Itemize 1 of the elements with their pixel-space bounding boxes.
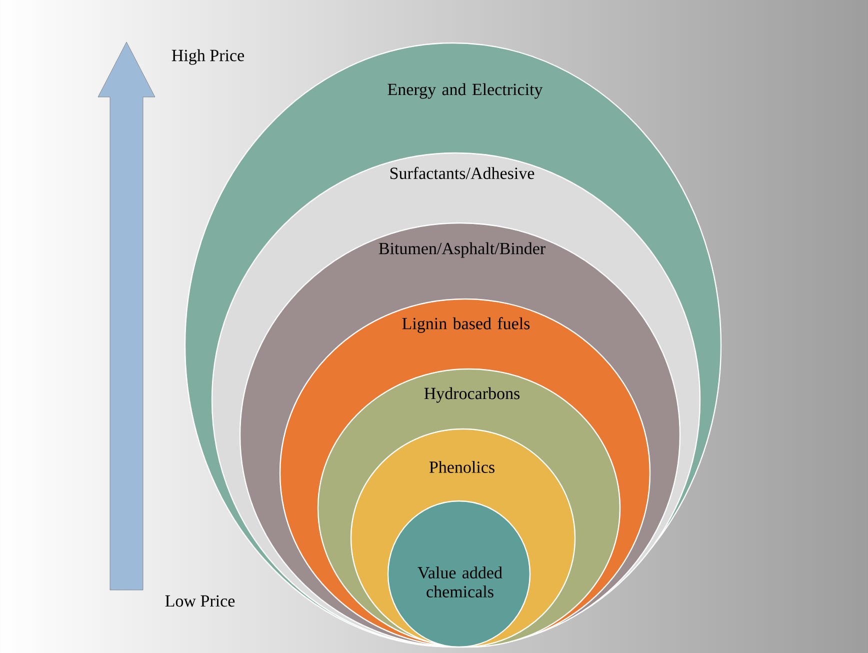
ellipse-band: Value added chemicals (387, 500, 531, 648)
